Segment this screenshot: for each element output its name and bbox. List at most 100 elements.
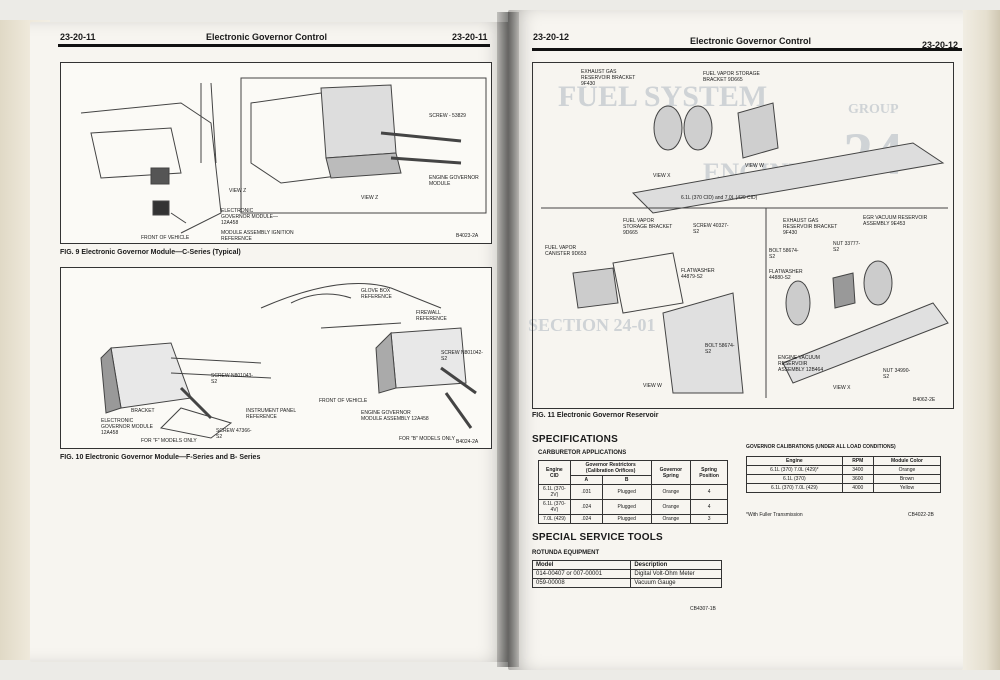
gov-cell: Brown — [872, 474, 942, 484]
carb-cell: 4 — [690, 484, 728, 500]
carb-cell: Orange — [650, 514, 692, 524]
fig10-for-b-models: FOR "B" MODELS ONLY — [399, 436, 455, 442]
fig10-diagram: GLOVE BOX REFERENCE FIREWALL REFERENCE S… — [60, 267, 492, 449]
carb-col-a: A — [569, 475, 603, 485]
fig11-engines: 6.1L (370 CID) and 7.0L (429 CID) — [681, 195, 758, 201]
carb-cell: .024 — [569, 514, 603, 524]
gov-col-engine: Engine — [746, 456, 843, 466]
specifications-heading: SPECIFICATIONS — [532, 434, 618, 445]
tools-table: Model Description 014-00407 or 007-00001… — [531, 560, 722, 588]
carb-cell: Plugged — [601, 484, 652, 500]
view-x-exhaust-bracket: EXHAUST GAS RESERVOIR BRACKET 9F430 — [783, 218, 838, 236]
fig9-caption: FIG. 9 Electronic Governor Module—C-Seri… — [60, 249, 241, 256]
header-rule-right — [532, 48, 962, 51]
fig9-view-z-title: VIEW Z — [361, 195, 379, 201]
gov-cell: 4000 — [841, 483, 874, 493]
fig10-glove-box: GLOVE BOX REFERENCE — [361, 288, 392, 300]
fig10-electronic-governor: ELECTRONIC GOVERNOR MODULE 12A458 — [101, 418, 153, 436]
view-w-canister: FUEL VAPOR CANISTER 9D653 — [545, 245, 587, 257]
fig11-drawing — [541, 102, 949, 398]
fig10-for-f-models: FOR "F" MODELS ONLY — [141, 438, 197, 444]
fig11-diagram: EXHAUST GAS RESERVOIR BRACKET 9F430 FUEL… — [532, 62, 954, 409]
fig9-screw-label: SCREW - 53829 — [429, 113, 466, 119]
tools-cell: Vacuum Gauge — [630, 578, 722, 588]
tools-cell: 014-00407 or 007-00001 — [531, 569, 632, 579]
carb-col-spring: Governor Spring — [650, 460, 692, 485]
fig11-view-w-top: VIEW W — [745, 163, 764, 169]
fig10-instrument-panel: INSTRUMENT PANEL REFERENCE — [246, 408, 296, 420]
table-row: 014-00407 or 007-00001 Digital Volt-Ohm … — [531, 569, 722, 579]
view-x-flatwasher: FLATWASHER 44880-S2 — [769, 269, 803, 281]
fig9-electronic-governor-label: ELECTRONIC GOVERNOR MODULE—12A458 — [221, 208, 278, 226]
gov-col-rpm: RPM — [841, 456, 874, 466]
carb-cell: Orange — [650, 499, 692, 515]
fig11-fuel-vapor-bracket-top: FUEL VAPOR STORAGE BRACKET 9D665 — [703, 71, 760, 83]
tools-code: CB4307-1B — [690, 606, 716, 612]
governor-table: Engine RPM Module Color 6.1L (370) 7.0L … — [746, 456, 942, 493]
fig10-code: B4024-2A — [456, 439, 479, 445]
table-row: 6.1L (370) 3600 Brown — [746, 474, 942, 484]
fig10-caption: FIG. 10 Electronic Governor Module—F-Ser… — [60, 454, 261, 461]
fig9-drawing — [80, 77, 487, 234]
gov-cell: 6.1L (370) 7.0L (429)* — [746, 465, 843, 475]
view-x-nut-bottom: NUT 34990-S2 — [883, 368, 911, 380]
fig10-firewall: FIREWALL REFERENCE — [416, 310, 447, 322]
right-page-number: 23-20-12 — [533, 32, 570, 42]
left-page-number: 23-20-11 — [60, 32, 96, 42]
carb-cell: 3 — [690, 514, 728, 524]
fig9-module-assembly-label: MODULE ASSEMBLY IGNITION REFERENCE — [221, 230, 294, 242]
view-w-title: VIEW W — [643, 383, 662, 389]
tools-col-desc: Description — [630, 560, 722, 570]
fig10-bracket: BRACKET — [131, 408, 155, 414]
tools-col-model: Model — [531, 560, 632, 570]
gov-cell: 6.1L (370) 7.0L (429) — [746, 483, 843, 493]
ghost-group: GROUP — [848, 102, 899, 117]
carb-cell: .024 — [569, 499, 603, 515]
fig10-screw-bottom: SCREW 47366-S2 — [216, 428, 252, 440]
view-x-engine-vacuum: ENGINE VACUUM RESERVOIR ASSEMBLY 12B464 — [778, 355, 824, 373]
fig10-engine-governor: ENGINE GOVERNOR MODULE ASSEMBLY 12A458 — [361, 410, 429, 422]
view-x-bolt: BOLT 58674-S2 — [769, 248, 799, 260]
tools-sub: ROTUNDA EQUIPMENT — [532, 550, 600, 556]
table-row: 6.1L (370) 7.0L (429)* 3400 Orange — [746, 465, 942, 475]
gov-cell: 3400 — [841, 465, 874, 475]
view-x-nut-top: NUT 33777-S2 — [833, 241, 861, 253]
book-spine-fold — [497, 12, 519, 667]
governor-code: CB4022-2B — [908, 512, 934, 518]
table-row: 6.1L (370) 7.0L (429) 4000 Yellow — [746, 483, 942, 493]
tools-heading: SPECIAL SERVICE TOOLS — [532, 532, 663, 543]
fig9-diagram: SCREW - 53829 ENGINE GOVERNOR MODULE VIE… — [60, 62, 492, 244]
right-page-title: Electronic Governor Control — [690, 36, 812, 46]
fig10-screw-left: SCREW N801043-S2 — [211, 373, 253, 385]
gov-cell: Orange — [872, 465, 942, 475]
carburetor-title: CARBURETOR APPLICATIONS — [538, 450, 627, 456]
fig9-front-of-vehicle: FRONT OF VEHICLE — [141, 235, 190, 241]
fig9-engine-governor-label: ENGINE GOVERNOR MODULE — [429, 175, 479, 187]
table-row: 6.1L (370-2V) .031 Plugged Orange 4 — [538, 484, 728, 500]
table-row: 059-00008 Vacuum Gauge — [531, 578, 722, 588]
carb-cell: 7.0L (429) — [538, 514, 571, 524]
carburetor-table: Engine CID Governor Restrictors (Calibra… — [538, 460, 728, 524]
view-x-egr-vacuum: EGR VACUUM RESERVOIR ASSEMBLY 9E453 — [863, 215, 928, 227]
table-row: 6.1L (370-4V) .024 Plugged Orange 4 — [538, 499, 728, 515]
left-page-title: Electronic Governor Control — [206, 32, 328, 42]
fig10-screw-right: SCREW N801042-S2 — [441, 350, 483, 362]
carb-col-restrictors: Governor Restrictors (Calibration Orific… — [569, 460, 652, 476]
view-w-bolt: BOLT 58674-S2 — [705, 343, 735, 355]
governor-note: *With Fuller Transmission — [746, 512, 803, 518]
gov-cell: Yellow — [872, 483, 942, 493]
carb-cell: 4 — [690, 499, 728, 515]
carb-cell: Plugged — [601, 499, 652, 515]
governor-title: GOVERNOR CALIBRATIONS (UNDER ALL LOAD CO… — [746, 444, 896, 450]
fig10-drawing — [100, 283, 477, 439]
carb-cell: 6.1L (370-4V) — [538, 499, 571, 515]
fig11-view-x-top: VIEW X — [653, 173, 671, 179]
ghost-section: SECTION 24-01 — [528, 315, 656, 335]
view-w-screw: SCREW 40327-S2 — [693, 223, 729, 235]
fig9-code: B4023-2A — [456, 233, 479, 239]
right-page: FUEL SYSTEM GROUP 24 ENGINES SECTION 24-… — [508, 10, 963, 670]
carb-cell: 6.1L (370-2V) — [538, 484, 571, 500]
tools-cell: Digital Volt-Ohm Meter — [630, 569, 722, 579]
right-page-number-right: 23-20-12 — [922, 40, 959, 50]
